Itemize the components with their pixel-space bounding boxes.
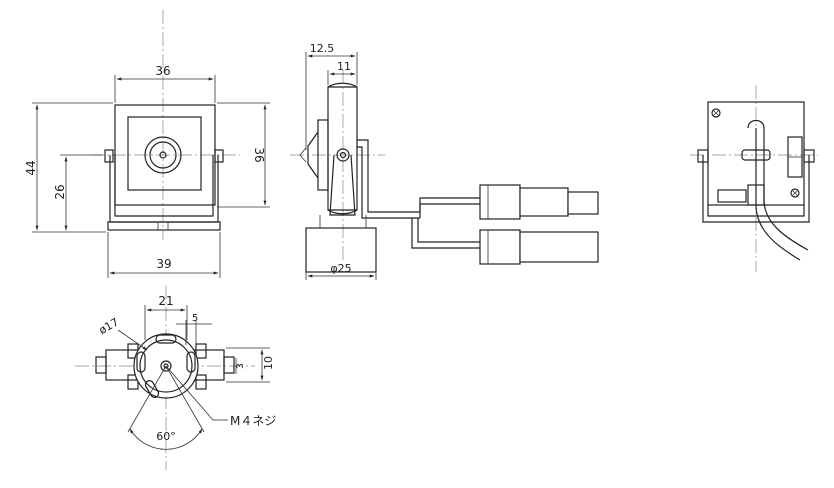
side-view: 12.5 11 φ25 bbox=[290, 42, 420, 280]
side-dim-base: φ25 bbox=[330, 262, 351, 275]
front-dim-right: 36 bbox=[252, 147, 266, 162]
bottom-dim-slot: 5 bbox=[192, 313, 198, 324]
front-dim-inner-left: 26 bbox=[53, 184, 67, 199]
side-dim-top: 12.5 bbox=[310, 42, 335, 55]
bottom-dim-height: 10 bbox=[262, 356, 275, 370]
rear-view bbox=[690, 85, 818, 272]
bottom-dim-diameter: ø17 bbox=[97, 315, 121, 337]
front-view: 36 44 26 36 39 bbox=[24, 10, 270, 278]
front-dim-top: 36 bbox=[155, 64, 170, 78]
bottom-dim-angle: 60° bbox=[156, 430, 176, 443]
front-dim-left: 44 bbox=[24, 160, 38, 175]
bottom-view: 21 5 ø17 10 3 60° M４ネジ bbox=[75, 285, 276, 470]
bottom-screw-label: M４ネジ bbox=[230, 414, 276, 428]
cable-connectors bbox=[411, 184, 599, 265]
front-dim-bottom: 39 bbox=[156, 257, 171, 271]
bottom-dim-small: 3 bbox=[236, 363, 246, 369]
side-dim-second: 11 bbox=[337, 60, 351, 73]
bottom-dim-width: 21 bbox=[158, 294, 173, 308]
